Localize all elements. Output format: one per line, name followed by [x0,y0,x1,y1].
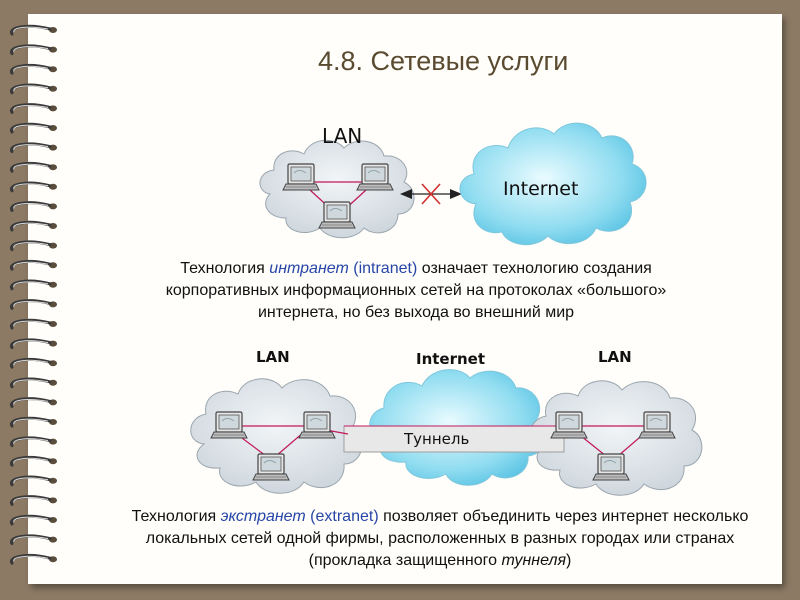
spiral-coil [10,436,57,448]
tunnel-label: Туннель [404,430,470,448]
term-intranet: интранет [269,260,349,277]
spiral-coil [10,279,57,291]
lan-label: LAN [322,124,363,148]
computer-icon [282,163,320,191]
spiral-coil [10,240,57,252]
text-part: Технология [180,260,270,277]
spiral-coil [10,358,57,369]
spiral-coil [10,338,57,350]
spiral-coil [10,260,57,271]
term-tunnel: туннеля [501,552,567,569]
term-extranet-en: (extranet) [310,508,379,525]
spiral-coil [10,416,57,428]
intranet-diagram [259,122,647,246]
spiral-coil [10,495,57,506]
spiral-coil [10,514,57,526]
spiral-coil [10,103,57,114]
computer-icon [210,411,248,439]
spiral-coil [10,201,57,212]
computer-icon [638,411,676,439]
lan-label-left: LAN [256,348,290,366]
spiral-coil [10,475,57,487]
lan-label-right: LAN [598,348,632,366]
spiral-coil [10,181,57,193]
internet-label-2: Internet [416,350,486,368]
computer-icon [356,163,394,191]
spiral-coil [10,456,57,467]
term-intranet-en: (intranet) [353,260,418,277]
computer-icon [550,411,588,439]
lan-cloud [530,380,703,496]
spiral-coil [10,142,57,154]
spiral-coil [10,122,57,134]
extranet-description: Технология экстранет (extranet) позволяе… [120,506,760,572]
term-extranet: экстранет [220,508,306,525]
spiral-coil [10,64,57,75]
spiral-coil [10,44,57,56]
spiral-coil [10,162,57,173]
spiral-coil [10,534,57,546]
computer-icon [298,411,336,439]
extranet-diagram [190,369,703,496]
blocked-arrow-icon [400,183,462,205]
spiral-coil [10,318,57,330]
page-title: 4.8. Сетевые услуги [318,46,569,76]
spiral-coil [10,397,57,408]
spiral-coil [10,24,57,36]
tunnel-pipe [343,425,565,453]
internet-label: Internet [503,178,579,200]
computer-icon [318,201,356,229]
spiral-binding [10,24,57,565]
text-part: означает технологию создания корпоративн… [165,260,667,321]
text-part: Технология [131,508,221,525]
internet-cloud [459,122,647,246]
spiral-coil [10,220,57,232]
spiral-coil [10,299,57,310]
text-part: позволяет объединить через интернет неск… [145,508,749,569]
spiral-coil [10,554,57,565]
slide: LAN Internet LAN Internet LAN Туннель Те… [28,14,782,584]
computer-icon [252,453,290,481]
spiral-coil [10,377,57,389]
network-diagrams [190,122,703,496]
text-part: ) [566,552,572,569]
intranet-description: Технология интранет (intranet) означает … [136,258,696,324]
computer-icon [592,453,630,481]
spiral-coil [10,83,57,95]
